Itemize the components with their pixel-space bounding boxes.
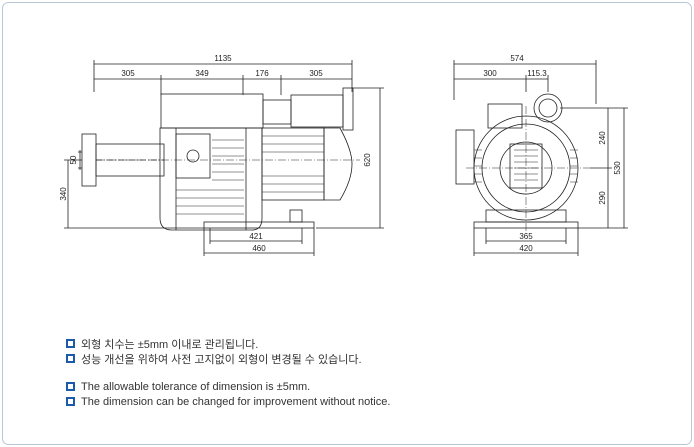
dim-segment-2: 349	[195, 69, 209, 78]
note-en-1: The allowable tolerance of dimension is …	[66, 379, 666, 394]
note-text: 성능 개선을 위하여 사전 고지없이 외형이 변경될 수 있습니다.	[81, 353, 362, 366]
dim-height-620: 620	[363, 153, 372, 167]
note-text: The allowable tolerance of dimension is …	[81, 380, 311, 393]
note-text: The dimension can be changed for improve…	[81, 395, 391, 408]
dim-overall-width: 1135	[214, 54, 232, 63]
side-view	[453, 60, 628, 256]
note-ko-1: 외형 치수는 ±5mm 이내로 관리됩니다.	[66, 336, 666, 351]
notes: 외형 치수는 ±5mm 이내로 관리됩니다. 성능 개선을 위하여 사전 고지없…	[66, 336, 666, 409]
dim-base-421: 421	[249, 232, 263, 241]
dim-segment-4: 305	[309, 69, 323, 78]
bullet-square-icon	[66, 354, 75, 363]
dim-height-340: 340	[59, 187, 68, 201]
front-view-labels: 1135 305 349 176 305 421 460 620 340 50	[59, 54, 372, 253]
bullet-square-icon	[66, 397, 75, 406]
dim-outlet-50: 50	[69, 155, 78, 164]
dim-side-530: 530	[613, 161, 622, 175]
dim-side-115: 115.3	[527, 69, 547, 78]
side-view-labels: 574 300 115.3 365 420 240 530 290	[483, 54, 622, 253]
dim-base-460: 460	[252, 244, 266, 253]
dim-side-290: 290	[598, 191, 607, 205]
dim-segment-1: 305	[121, 69, 135, 78]
dim-side-300: 300	[483, 69, 497, 78]
dim-segment-3: 176	[255, 69, 269, 78]
bullet-square-icon	[66, 382, 75, 391]
note-en-2: The dimension can be changed for improve…	[66, 394, 666, 409]
bullet-square-icon	[66, 339, 75, 348]
dim-side-420: 420	[519, 244, 533, 253]
note-ko-2: 성능 개선을 위하여 사전 고지없이 외형이 변경될 수 있습니다.	[66, 351, 666, 366]
dim-side-width: 574	[510, 54, 524, 63]
note-text: 외형 치수는 ±5mm 이내로 관리됩니다.	[81, 338, 259, 351]
front-view	[64, 60, 384, 256]
dim-side-365: 365	[519, 232, 533, 241]
dim-side-240: 240	[598, 131, 607, 145]
